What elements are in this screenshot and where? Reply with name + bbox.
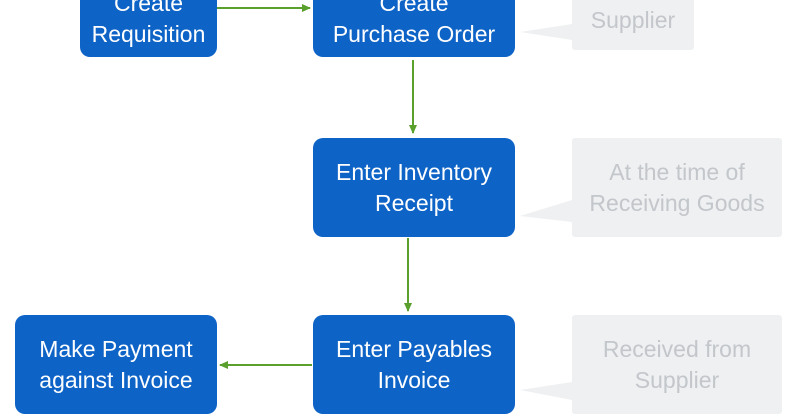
note-line-1: Received from [602, 335, 752, 362]
step-line-2: against Invoice [39, 366, 193, 393]
step-line-1: Create [113, 0, 184, 16]
note-received-from-supplier: Received from Supplier [572, 315, 782, 414]
step-create-purchase-order: Create Purchase Order [313, 0, 515, 57]
step-line-2: Requisition [91, 20, 206, 47]
note-line-1: At the time of [609, 158, 745, 185]
note-tail-receiving-goods [520, 200, 572, 222]
step-line-1: Enter Payables [336, 335, 492, 362]
note-receiving-goods: At the time of Receiving Goods [572, 138, 782, 237]
note-tail-sent-to-supplier [520, 24, 572, 40]
note-line-1: Supplier [590, 6, 676, 33]
step-enter-payables-invoice: Enter Payables Invoice [313, 315, 515, 414]
step-enter-inventory-receipt: Enter Inventory Receipt [313, 138, 515, 237]
step-line-1: Create [379, 0, 449, 16]
step-make-payment: Make Payment against Invoice [15, 315, 217, 414]
step-line-2: Invoice [377, 366, 451, 393]
step-line-2: Purchase Order [332, 20, 496, 47]
step-line-1: Enter Inventory [336, 158, 492, 185]
note-line-2: Receiving Goods [589, 189, 765, 216]
note-tail-received-from-supplier [520, 382, 572, 400]
step-line-2: Receipt [375, 189, 453, 216]
note-line-2: Supplier [634, 366, 720, 393]
step-line-1: Make Payment [39, 335, 193, 362]
step-create-requisition: Create Requisition [80, 0, 217, 57]
note-sent-to-supplier: Supplier [572, 0, 694, 50]
